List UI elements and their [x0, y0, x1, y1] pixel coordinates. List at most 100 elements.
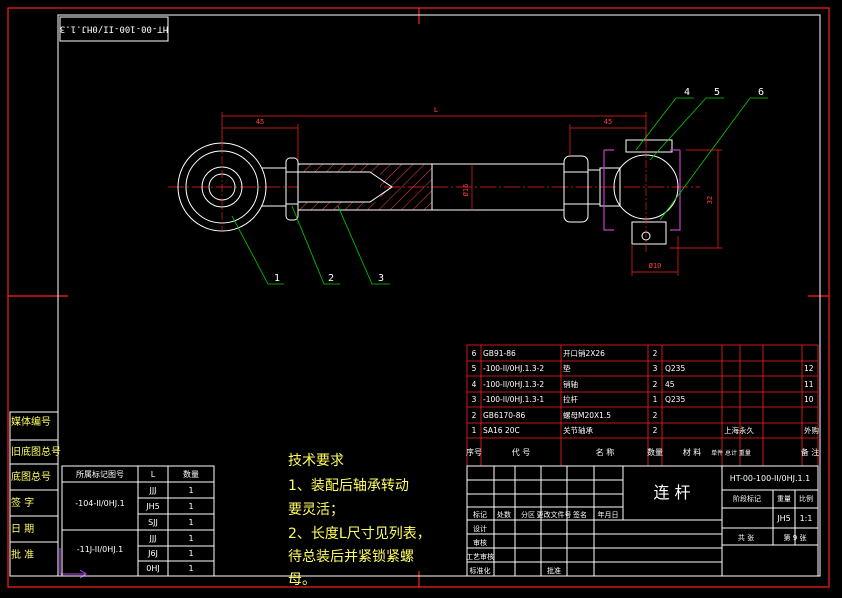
bom-cell: 11	[804, 380, 814, 389]
vt-g2-r2-q: 1	[188, 549, 193, 558]
bom-cell: 垫	[563, 363, 571, 373]
bom-cell: 2	[653, 349, 658, 358]
bom-cell: SA16 20C	[483, 426, 520, 435]
bom-cell: 3	[472, 395, 477, 404]
side-column	[9, 411, 59, 577]
bom-cell: 开口销2X26	[563, 348, 605, 358]
bom-cell: 3	[653, 364, 658, 373]
balloon-1: 1	[274, 273, 280, 284]
sign-count: 处数	[497, 510, 511, 519]
balloon-5: 5	[714, 87, 720, 98]
bom-cell: 10	[804, 395, 814, 404]
balloon-numbers: 1 2 3 4 5 6	[274, 87, 764, 284]
bom-cell: 1	[653, 395, 658, 404]
weight-label: 重量	[777, 495, 791, 503]
bom-cell: -100-II/0HJ.1.3-2	[483, 380, 544, 389]
sign-signature: 签名	[573, 510, 587, 519]
part-name: 连 杆	[653, 483, 690, 502]
bom-cell: 外购	[804, 425, 819, 435]
vt-g1-r1-L: JJJ	[148, 486, 156, 495]
side-label-5: 日 期	[11, 523, 34, 535]
bom-cell: 关节轴承	[563, 425, 593, 435]
bom-cell: 2	[653, 411, 658, 420]
dim-rod-dia: Ø16	[462, 184, 470, 197]
dimensions	[221, 112, 722, 276]
bom-cell: 拉杆	[563, 394, 578, 404]
sheet-total: 共 张	[738, 533, 754, 542]
side-labels: 媒体编号 旧底图总号 底图总号 签 字 日 期 批 准	[11, 415, 61, 561]
clevis-joint	[599, 132, 681, 252]
bom-cell: 2	[653, 380, 658, 389]
bom-header-cell: 代 号	[512, 447, 531, 457]
bom-cell: 螺母M20X1.5	[563, 410, 611, 420]
stamp-code: HT-00-100-II/0HJ.1.3	[60, 24, 168, 34]
notes-line-5: 母。	[288, 572, 316, 588]
bom-header-cell: 名 称	[596, 447, 615, 457]
title-block-grid	[466, 465, 819, 577]
bom-cell: -100-II/0HJ.1.3-2	[483, 364, 544, 373]
title-block-signs: 标记 处数 分区 更改文件号 签名 年月日 设计 审核 工艺审核 标准化 批准	[466, 510, 619, 575]
bom-header-cell: 单件 总计 重量	[711, 449, 751, 457]
ucs-icon	[59, 548, 87, 579]
vt-header-qty: 数量	[183, 469, 199, 479]
hex-nut-right	[563, 155, 601, 223]
bom-cell: 5	[472, 364, 477, 373]
bom-cell: 12	[804, 364, 814, 373]
vt-group2-code: -11J-II/0HJ.1	[77, 545, 124, 554]
vt-g1-r2-q: 1	[188, 502, 193, 511]
lock-nut-left	[285, 157, 299, 221]
bom-grid	[466, 344, 819, 467]
vt-g2-r1-q: 1	[188, 534, 193, 543]
notes-line-2: 要灵活；	[288, 502, 344, 518]
bom-header-cell: 数量	[647, 447, 663, 457]
sign-mark: 标记	[473, 510, 487, 519]
bom-cell: 2	[653, 426, 658, 435]
bom-header-cell: 备 注	[801, 447, 820, 457]
notes-line-3: 2、长度L尺寸见列表，	[288, 526, 431, 542]
vt-header-code: 所属标记图号	[76, 469, 124, 479]
role-design: 设计	[473, 524, 487, 533]
notes-line-1: 1、装配后轴承转动	[288, 478, 409, 494]
balloon-6: 6	[758, 87, 764, 98]
bom-cell: 上海永久	[724, 425, 754, 435]
vt-g1-r1-q: 1	[188, 486, 193, 495]
stamp-box: HT-00-100-II/0HJ.1.3	[59, 16, 169, 42]
sign-date: 年月日	[598, 510, 619, 519]
bom-cell: -100-II/0HJ.1.3-1	[483, 395, 544, 404]
inner-frame	[57, 14, 821, 577]
variant-table-text: 所属标记图号 L 数量 -104-II/0HJ.1 JJJ 1 JH5 1 SJ…	[75, 469, 199, 573]
vt-header-L: L	[151, 470, 156, 479]
stage-label: 阶段标记	[733, 494, 761, 503]
bom-cell: 销轴	[563, 379, 578, 389]
vt-g1-r2-L: JH5	[145, 502, 159, 511]
bom-cell: 4	[472, 380, 477, 389]
bom-cell: 6	[472, 349, 477, 358]
notes-line-4: 待总装后并紧锁紧螺	[288, 549, 414, 565]
bom-cell: GB6170-86	[483, 411, 526, 420]
balloon-2: 2	[328, 273, 334, 284]
sheet-border	[7, 7, 830, 588]
title-block-text: 连 杆 HT-00-100-II/0HJ.1.1 阶段标记 重量 比例 JH5 …	[653, 474, 813, 542]
role-process: 工艺审核	[466, 552, 494, 561]
bom-cell: Q235	[665, 395, 685, 404]
vt-g1-r3-q: 1	[188, 518, 193, 527]
sheet-number: 第 9 张	[784, 533, 807, 542]
vt-g1-r3-L: SJJ	[148, 518, 158, 527]
dim-width-v: 32	[706, 196, 714, 204]
bom-header-cell: 材 料	[683, 447, 702, 457]
vt-g2-r2-L: J6J	[147, 549, 158, 558]
role-review: 审核	[473, 538, 487, 547]
side-label-6: 批 准	[11, 548, 34, 561]
bom-cell: 45	[665, 380, 675, 389]
side-label-3: 底图总号	[11, 470, 51, 483]
dim-len-left: 45	[256, 118, 264, 126]
balloon-3: 3	[378, 273, 384, 284]
role-standard: 标准化	[470, 566, 491, 575]
vt-group1-code: -104-II/0HJ.1	[75, 499, 125, 508]
bom-cell: 1	[472, 426, 477, 435]
stage-value: JH5	[776, 514, 790, 523]
drawing-number: HT-00-100-II/0HJ.1.1	[730, 474, 810, 483]
side-label-1: 媒体编号	[11, 415, 51, 428]
